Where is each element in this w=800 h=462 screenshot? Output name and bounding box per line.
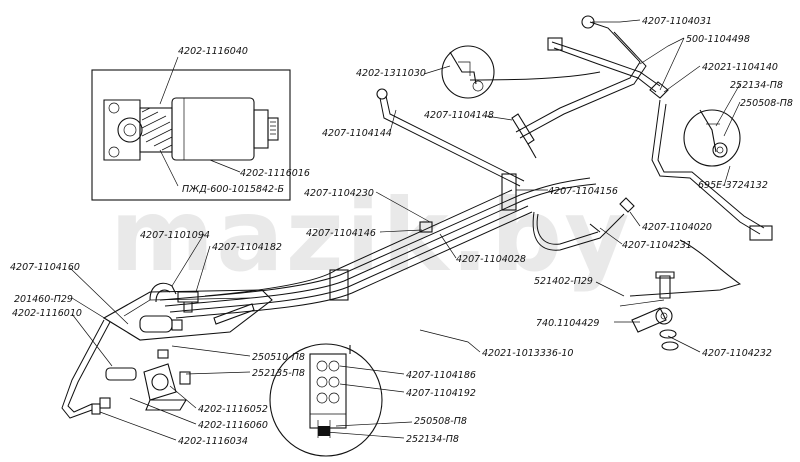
label-252134-p8-bottom: 252134-П8: [406, 434, 459, 445]
label-4202-1116060: 4202-1116060: [198, 420, 268, 431]
labels: 4202-1116040 4202-1116016 ПЖД-600-101584…: [10, 16, 793, 447]
label-4207-1104144: 4207-1104144: [322, 128, 392, 139]
label-4207-1104192: 4207-1104192: [406, 388, 476, 399]
label-695e-3724132: 695Е-3724132: [698, 180, 768, 191]
label-4207-1104160: 4207-1104160: [10, 262, 80, 273]
label-42021-1013336-10: 42021-1013336-10: [482, 348, 573, 359]
label-4207-1104231: 4207-1104231: [622, 240, 692, 251]
label-4202-1116016: 4202-1116016: [240, 168, 310, 179]
label-250508-p8-top: 250508-П8: [740, 98, 793, 109]
label-4207-1104230: 4207-1104230: [304, 188, 374, 199]
label-4207-1104148: 4207-1104148: [424, 110, 494, 121]
label-4207-1104028: 4207-1104028: [456, 254, 526, 265]
detail-circle-right: [683, 109, 741, 167]
label-252134-p8-top: 252134-П8: [730, 80, 783, 91]
detail-circle-bottom: [269, 343, 383, 457]
pipe-bundle: [159, 15, 773, 319]
label-pzhd-600-1015842-b: ПЖД-600-1015842-Б: [182, 184, 285, 195]
label-521402-p29: 521402-П29: [534, 276, 593, 287]
label-42021-1104140: 42021-1104140: [702, 62, 778, 73]
label-4202-1116010: 4202-1116010: [12, 308, 82, 319]
label-4207-1104146: 4207-1104146: [306, 228, 376, 239]
label-4202-1116052: 4202-1116052: [198, 404, 268, 415]
label-4207-1101094: 4207-1101094: [140, 230, 210, 241]
label-4202-1311030: 4202-1311030: [356, 68, 426, 79]
label-4207-1104186: 4207-1104186: [406, 370, 476, 381]
label-250508-p8-bottom: 250508-П8: [414, 416, 467, 427]
label-740-1104429: 740.1104429: [536, 318, 599, 329]
leader-lines: [69, 19, 741, 441]
label-4207-1104156: 4207-1104156: [548, 186, 618, 197]
detail-circle-top: [441, 45, 495, 99]
label-252135-p8: 252135-П8: [252, 368, 305, 379]
watermark-text: mazik.by: [110, 177, 631, 294]
label-4202-1116040: 4202-1116040: [178, 46, 248, 57]
label-201460-p29: 201460-П29: [14, 294, 73, 305]
label-4207-1104232: 4207-1104232: [702, 348, 772, 359]
label-4207-1104182: 4207-1104182: [212, 242, 282, 253]
label-4207-1104031: 4207-1104031: [642, 16, 712, 27]
lower-left-assembly: [61, 282, 273, 419]
banjo-fitting: [619, 271, 679, 351]
label-250510-p8: 250510-П8: [252, 352, 305, 363]
inset-pump-detail: [91, 56, 291, 201]
label-4202-1116034: 4202-1116034: [178, 436, 248, 447]
label-500-1104498: 500-1104498: [686, 34, 750, 45]
label-4207-1104020: 4207-1104020: [642, 222, 712, 233]
